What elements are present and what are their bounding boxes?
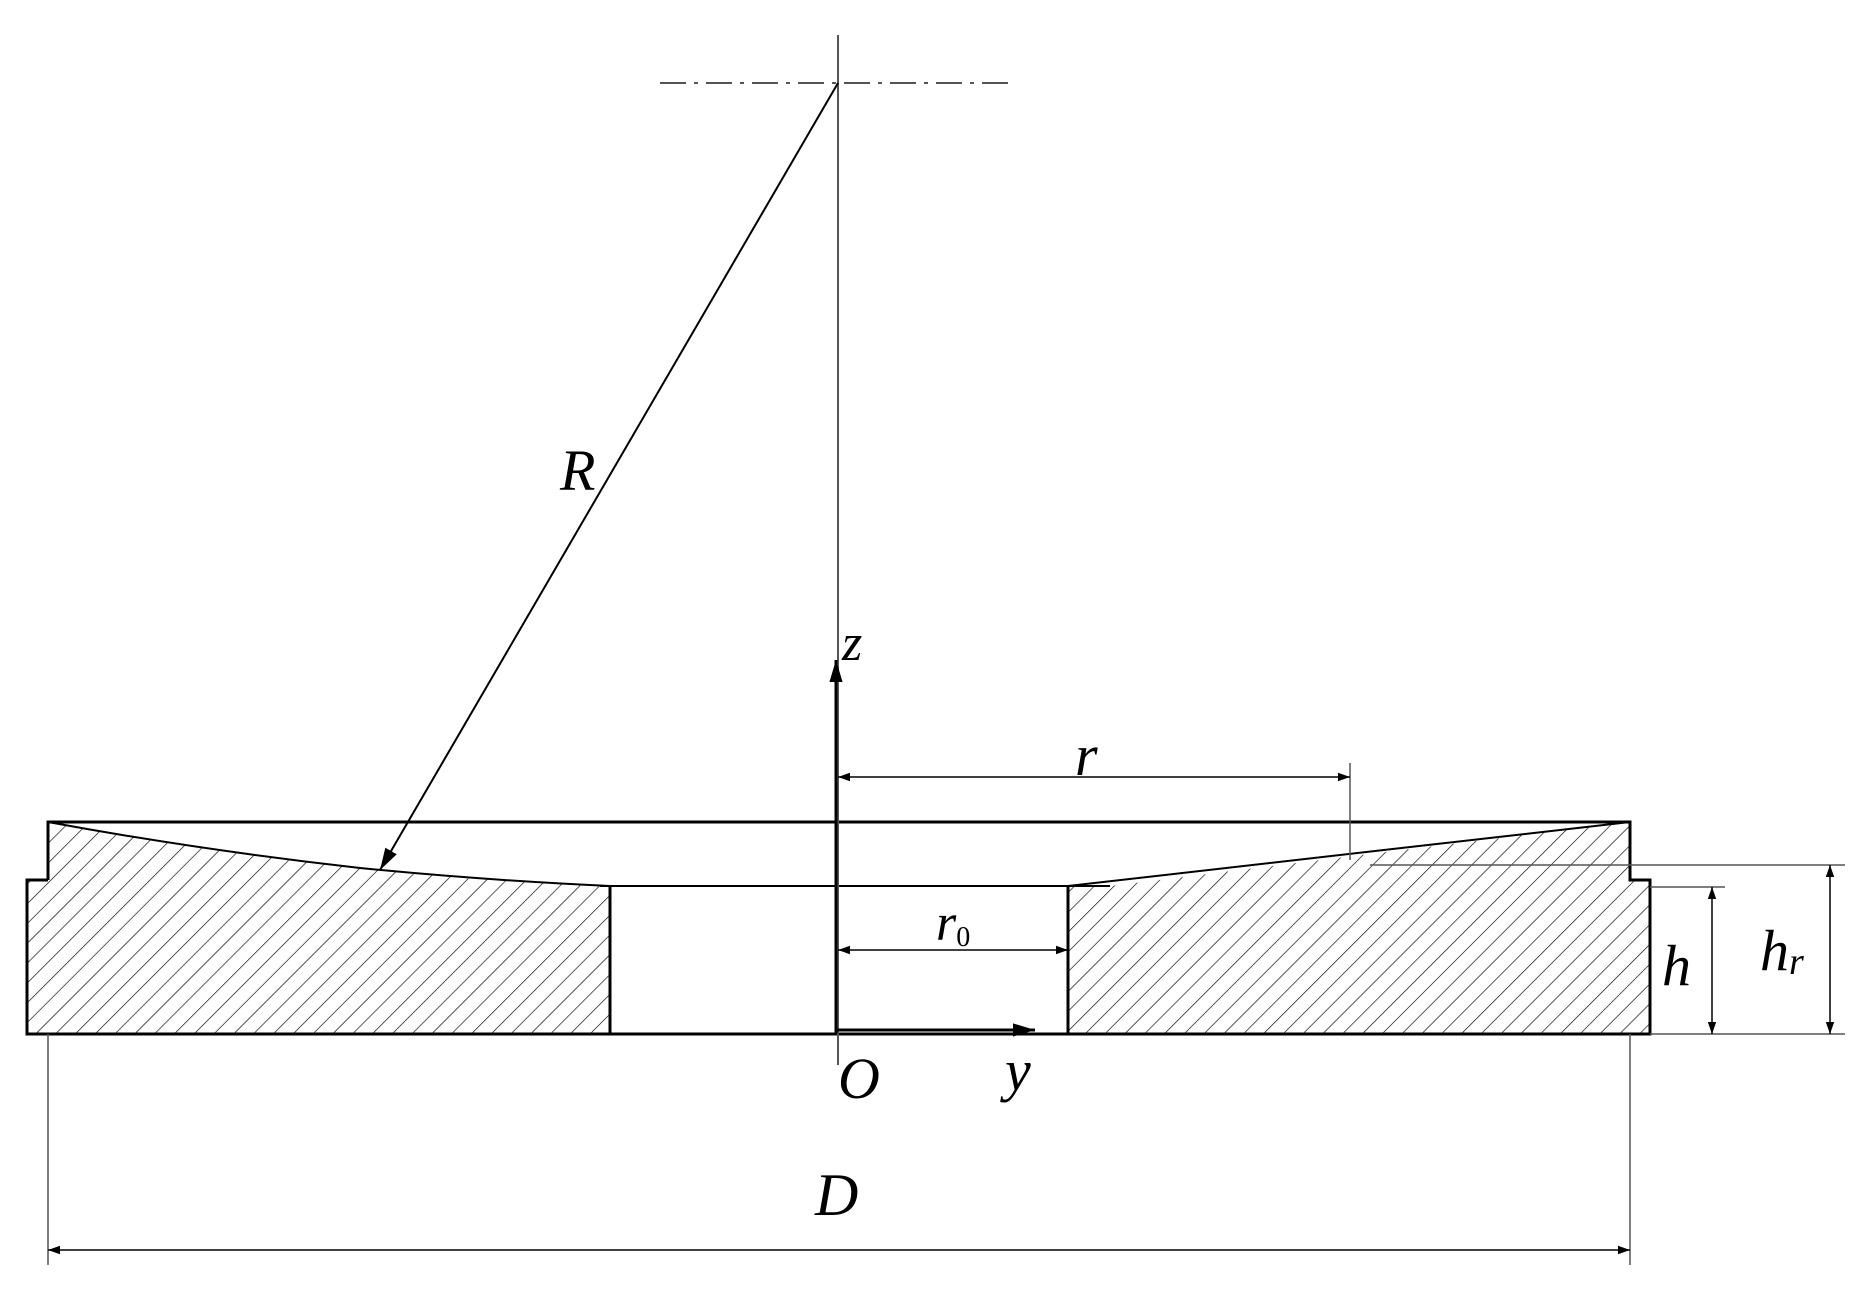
- label-z: z: [841, 615, 862, 672]
- right-section-hatch: [1068, 822, 1650, 1034]
- label-D: D: [814, 1162, 858, 1228]
- radius-R-line: [379, 82, 839, 871]
- label-h: h: [1662, 933, 1691, 998]
- label-r: r: [1075, 723, 1098, 788]
- left-section-hatch: [27, 822, 610, 1034]
- label-r0-main: r: [936, 895, 957, 952]
- label-r0-sub: 0: [956, 922, 970, 953]
- left-spherical-surface: [47, 821, 611, 887]
- label-r0: r0: [936, 895, 970, 953]
- label-O: O: [838, 1046, 880, 1111]
- label-hr-sub: r: [1789, 941, 1804, 983]
- label-hr: hr: [1760, 918, 1804, 983]
- label-hr-main: h: [1760, 918, 1789, 983]
- label-R: R: [559, 438, 595, 503]
- label-y: y: [1000, 1038, 1031, 1103]
- outer-outline: [25, 820, 1652, 1036]
- right-spherical-surface: [1067, 821, 1631, 887]
